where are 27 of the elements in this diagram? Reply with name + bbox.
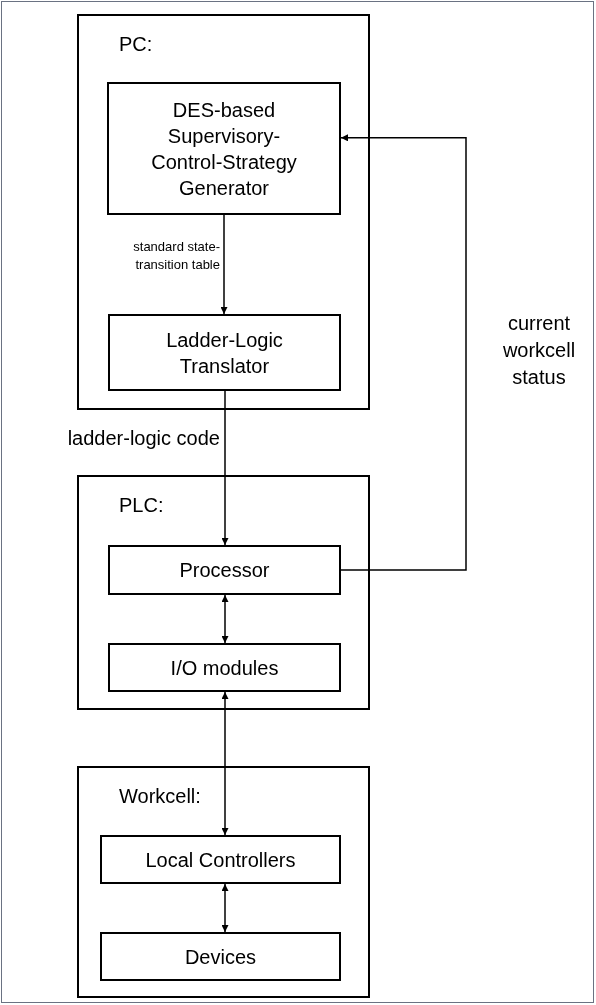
edge-label: current workcell status (501, 311, 577, 390)
group-box (77, 766, 370, 998)
box-label: I/O modules (170, 655, 279, 681)
group-title: Workcell: (119, 784, 201, 808)
process-box (107, 82, 341, 215)
arrow (221, 883, 229, 933)
process-box (108, 545, 341, 595)
edge-label: ladder-logic code (66, 426, 220, 450)
arrow (221, 691, 229, 836)
group-title: PC: (119, 32, 153, 56)
box-label: Devices (184, 944, 257, 970)
arrow (221, 390, 229, 546)
box-label: Processor (179, 558, 270, 583)
process-box (100, 932, 341, 981)
box-label: Ladder-Logic Translator (165, 327, 284, 379)
arrow (220, 214, 228, 315)
arrow (340, 134, 467, 571)
group-box (77, 14, 370, 410)
group-box (77, 475, 370, 710)
box-label: DES-based Supervisory-Control-Strategy Generator (150, 97, 298, 201)
process-box (108, 314, 341, 391)
edge-label: standard state-transition table (132, 238, 220, 274)
process-box (100, 835, 341, 884)
arrow (221, 594, 229, 644)
group-title: PLC: (119, 493, 164, 517)
process-box (108, 643, 341, 692)
box-label: Local Controllers (145, 847, 296, 873)
